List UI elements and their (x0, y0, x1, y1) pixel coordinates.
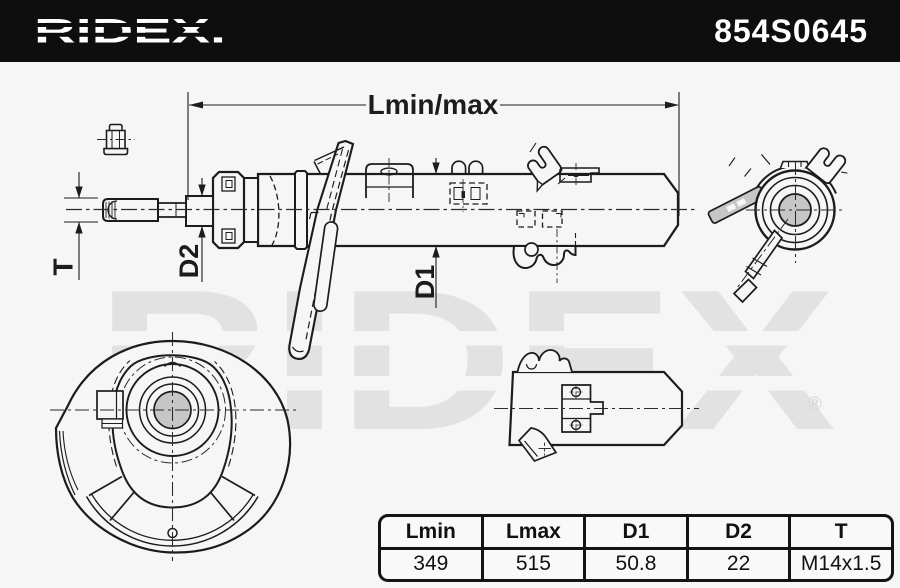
watermark-registered-icon: ® (808, 394, 822, 415)
spec-table-value-cell: M14x1.5 (800, 552, 882, 576)
strut-side-view (66, 139, 698, 360)
lock-nut (97, 123, 135, 156)
spec-table: Lmin Lmax D1 D2 T 349 515 50.8 22 M14x1.… (378, 514, 894, 582)
dimension-label-d2: D2 (174, 244, 204, 279)
brand-logo: RIDEX. (32, 13, 232, 51)
body-bottom-view (494, 349, 699, 463)
spec-table-value-cell: 349 (381, 549, 484, 579)
dimension-label-length: Lmin/max (368, 89, 499, 120)
brand-logo-text: RIDEX. (34, 13, 226, 51)
spec-table-header-row: Lmin Lmax D1 D2 T (381, 517, 891, 550)
dimension-annotations: Lmin/max T D2 D1 (48, 89, 680, 308)
spec-table-value-cell: 50.8 (586, 549, 689, 579)
header-bar: RIDEX. 854S0645 (0, 0, 900, 62)
dimension-label-t: T (48, 258, 79, 275)
logo-stripe (32, 23, 232, 27)
spec-table-value-cell: 515 (484, 549, 587, 579)
spec-table-value-cell: 22 (689, 549, 792, 579)
spec-table-header-cell: T (834, 519, 848, 543)
spec-table-header-cell: Lmax (484, 517, 587, 547)
part-number: 854S0645 (714, 12, 868, 49)
spec-table-header-cell: D2 (689, 517, 792, 547)
spec-table-value-row: 349 515 50.8 22 M14x1.5 (381, 549, 891, 579)
logo-stripe (32, 32, 232, 37)
strut-end-view (707, 147, 848, 304)
spec-table-header-cell: Lmin (381, 517, 484, 547)
spring-seat-bottom-view (50, 332, 298, 561)
spec-table-header-cell: D1 (586, 517, 689, 547)
dimension-label-d1: D1 (410, 265, 440, 300)
